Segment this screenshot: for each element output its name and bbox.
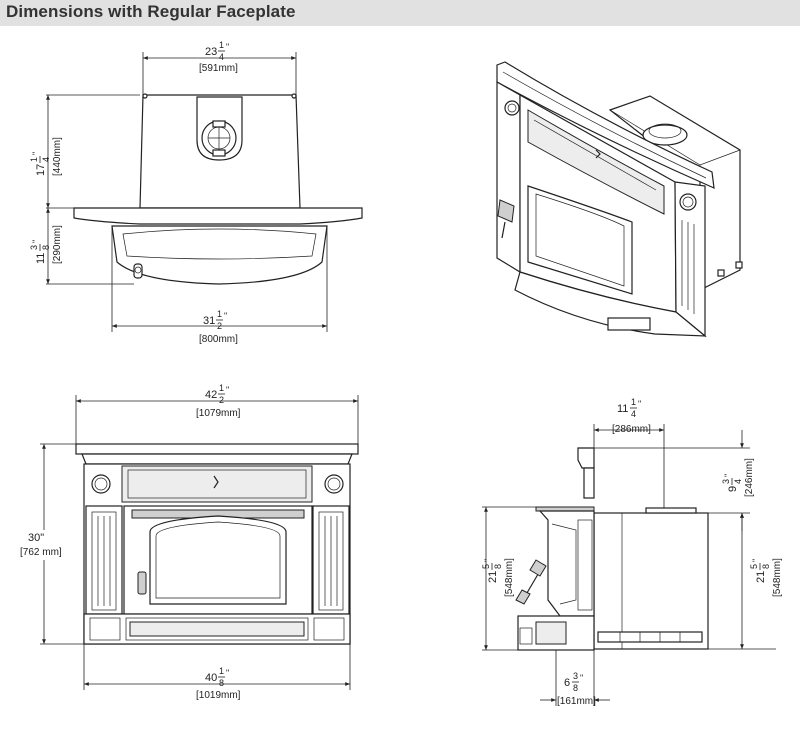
dim-whole: 11 <box>35 253 47 264</box>
svg-text:": " <box>31 152 41 155</box>
dim-num: 1 <box>29 157 39 162</box>
dim-den: 4 <box>41 157 51 162</box>
height-mm-label: [762 mm] <box>20 547 62 558</box>
overall-width-label: 42 1 2 " [1079mm] <box>196 383 241 419</box>
front-view-dimensions: 42 1 2 " [1079mm] 30" [762 mm] 40 1 8 " … <box>16 383 359 701</box>
dim-whole: 11 <box>617 403 628 415</box>
dim-den: 8 <box>219 678 224 688</box>
section-header: Dimensions with Regular Faceplate <box>0 0 800 26</box>
dim-num: 1 <box>217 309 222 319</box>
dim-den: 4 <box>219 52 224 62</box>
top-view-dimensions: 23 1 4 " [591mm] 17 1 4 " [440mm] 11 3 8 <box>29 40 328 345</box>
isometric-view-drawing <box>496 61 743 338</box>
height-inch-label: 30" <box>28 532 44 544</box>
dim-num: 3 <box>721 479 731 484</box>
right-height-mm: [548mm] <box>772 558 783 597</box>
face-width-label: 31 1 2 " [800mm] <box>199 309 238 345</box>
dim-mm: [1019mm] <box>196 690 241 701</box>
dim-whole: 17 <box>35 164 47 176</box>
dim-mm: [286mm] <box>612 424 651 435</box>
dim-num: 3 <box>573 671 578 681</box>
side-view-drawing <box>515 447 709 651</box>
svg-text:[440mm]: [440mm] <box>52 137 63 176</box>
top-offset-label: 11 1 4 " [286mm] <box>612 397 651 435</box>
bottom-offset-label: 6 3 8 " [161mm] <box>557 671 596 707</box>
dim-den: 4 <box>631 409 636 419</box>
front-depth-mm: [290mm] <box>52 225 63 264</box>
svg-text:": " <box>483 559 493 562</box>
dim-whole: 42 <box>205 389 217 401</box>
top-view-drawing <box>73 93 363 285</box>
side-view-dimensions: 11 1 4 " [286mm] 9 3 4 " [246mm] 21 5 <box>481 397 783 707</box>
dim-mm: [1079mm] <box>196 408 241 419</box>
dim-mm: [161mm] <box>557 696 596 707</box>
body-depth-label: 17 1 4 " <box>29 152 51 176</box>
svg-text:": " <box>31 240 41 243</box>
dim-den: 8 <box>761 564 771 569</box>
dim-num: 3 <box>29 245 39 250</box>
dim-num: 1 <box>219 40 224 50</box>
dim-mm: [591mm] <box>199 63 238 74</box>
top-width-label: 23 1 4 " [591mm] <box>199 40 238 74</box>
svg-text:": " <box>723 474 733 477</box>
left-height-mm: [548mm] <box>504 558 515 597</box>
dim-mm: [800mm] <box>199 334 238 345</box>
dim-whole: 6 <box>564 677 570 689</box>
dim-whole: 40 <box>205 672 217 684</box>
dim-den: 8 <box>493 564 503 569</box>
bottom-width-label: 40 1 8 " [1019mm] <box>196 666 241 701</box>
front-view-drawing <box>75 443 359 645</box>
dim-num: 1 <box>631 397 636 407</box>
dim-whole: 21 <box>755 571 767 583</box>
svg-text:[246mm]: [246mm] <box>744 458 755 497</box>
dim-whole: 31 <box>203 315 215 327</box>
svg-text:": " <box>226 668 229 678</box>
dim-den: 8 <box>573 683 578 693</box>
top-gap-mm: [246mm] <box>744 458 755 497</box>
dim-whole: 9 <box>727 486 739 492</box>
dim-den: 2 <box>217 321 222 331</box>
dim-whole: 21 <box>487 571 499 583</box>
body-depth-mm: [440mm] <box>52 137 63 176</box>
svg-text:": " <box>226 42 229 52</box>
dim-num: 5 <box>749 564 759 569</box>
section-title: Dimensions with Regular Faceplate <box>6 2 296 21</box>
dim-num: 5 <box>481 564 491 569</box>
svg-text:[548mm]: [548mm] <box>772 558 783 597</box>
svg-text:": " <box>580 673 583 683</box>
svg-text:": " <box>751 559 761 562</box>
svg-text:": " <box>638 399 641 409</box>
left-height-label: 21 5 8 " <box>481 559 503 583</box>
dim-den: 4 <box>733 479 743 484</box>
dim-den: 8 <box>41 245 51 250</box>
dim-whole: 23 <box>205 46 217 58</box>
top-gap-label: 9 3 4 " <box>721 474 743 492</box>
svg-text:[290mm]: [290mm] <box>52 225 63 264</box>
svg-text:[548mm]: [548mm] <box>504 558 515 597</box>
dim-den: 2 <box>219 395 224 405</box>
front-depth-label: 11 3 8 " <box>29 240 51 264</box>
right-height-label: 21 5 8 " <box>749 559 771 583</box>
svg-text:": " <box>224 311 227 321</box>
dim-num: 1 <box>219 666 224 676</box>
svg-text:": " <box>226 385 229 395</box>
dim-num: 1 <box>219 383 224 393</box>
